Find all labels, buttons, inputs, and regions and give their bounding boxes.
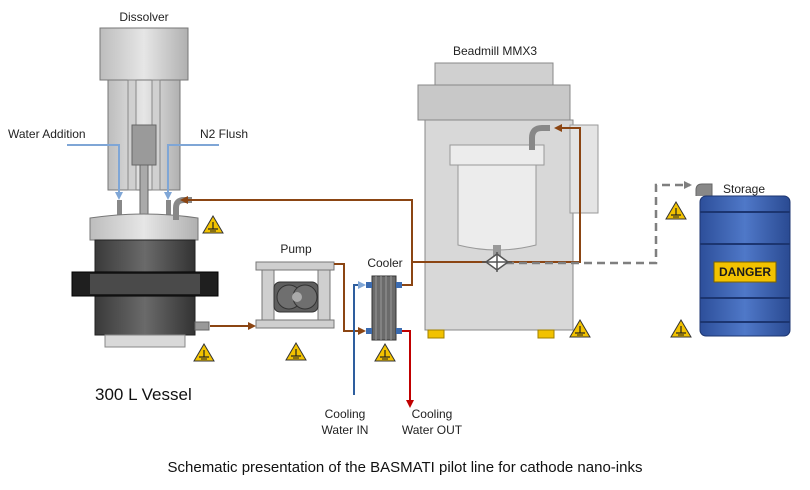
water-addition-line — [67, 144, 123, 200]
esd-warning-triangle-icon — [202, 215, 224, 234]
vessel-outlet — [194, 321, 210, 331]
cooling-water-out-label-line2: Water OUT — [402, 423, 463, 437]
beadmill-foot-left — [427, 329, 445, 339]
cooling-water-in-label-line2: Water IN — [322, 423, 369, 437]
valve-to-beadmill-line — [506, 124, 581, 263]
vessel-lid — [89, 213, 199, 241]
water-addition-label: Water Addition — [8, 127, 86, 141]
pump-label: Pump — [280, 242, 312, 256]
vessel-label: 300 L Vessel — [95, 385, 192, 404]
storage-drum: DANGER — [695, 183, 791, 337]
cooling-water-in-label-line1: Cooling — [325, 407, 366, 421]
cooler-unit — [366, 275, 402, 341]
beadmill-inlet-nozzle — [529, 125, 550, 150]
n2-flush-line — [164, 144, 219, 200]
n2-flush-label: N2 Flush — [200, 127, 248, 141]
dissolver-label: Dissolver — [119, 10, 168, 24]
beadmill-top — [434, 62, 554, 86]
storage-inlet-nozzle — [695, 183, 713, 196]
beadmill-unit — [417, 62, 599, 339]
valve-to-storage-line — [506, 181, 692, 265]
esd-warning-triangle-icon — [285, 342, 307, 361]
dissolver-shaft — [139, 164, 149, 221]
beadmill-foot-right — [537, 329, 555, 339]
vessel-base — [104, 334, 186, 348]
beadmill-head — [417, 84, 571, 121]
esd-warning-triangle-icon — [670, 319, 692, 338]
dissolver-shaft-housing — [131, 124, 157, 166]
cooling-water-out-line — [402, 330, 414, 408]
beadmill-label: Beadmill MMX3 — [453, 44, 537, 58]
beadmill-panel — [569, 124, 599, 214]
cooling-water-in-line — [353, 281, 366, 395]
esd-warning-triangle-icon — [374, 343, 396, 362]
esd-warning-triangle-icon — [665, 201, 687, 220]
cooler-label: Cooler — [367, 256, 402, 270]
recirculation-return-line — [180, 196, 488, 263]
dissolver-motor — [99, 27, 189, 81]
danger-sign-icon — [713, 261, 777, 283]
pump-unit — [255, 261, 335, 329]
beadmill-chamber — [457, 164, 537, 251]
esd-warning-triangle-icon — [193, 343, 215, 362]
danger-label: DANGER — [719, 265, 771, 279]
figure-caption: Schematic presentation of the BASMATI pi… — [168, 459, 643, 476]
pump-to-cooler-line — [334, 263, 366, 335]
storage-label: Storage — [723, 182, 765, 196]
three-way-valve-icon — [482, 252, 512, 272]
dissolver-unit — [71, 27, 219, 348]
cooling-water-out-label-line1: Cooling — [412, 407, 453, 421]
